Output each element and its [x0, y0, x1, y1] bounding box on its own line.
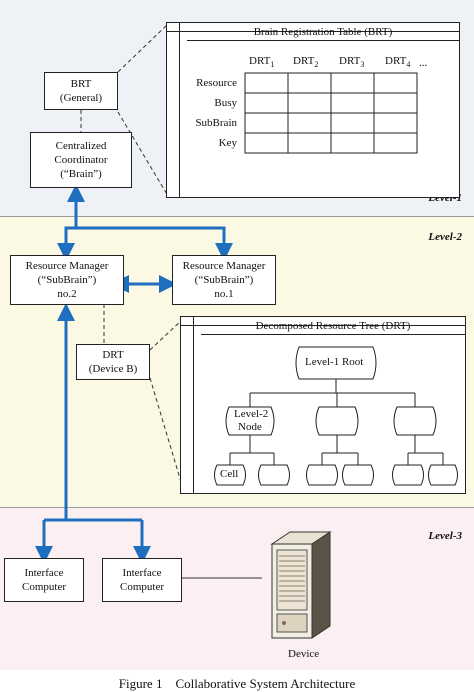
drt-level2-node-line2: Node — [238, 421, 262, 433]
level-3-label: Level-3 — [428, 530, 462, 542]
brt-col-1: DRT1 — [249, 55, 275, 70]
drt-tree-graph — [214, 346, 458, 486]
rm1-line2: (“SubBrain”) — [194, 274, 254, 286]
brt-row-key: Key — [218, 137, 237, 149]
device-label: Device — [288, 648, 320, 660]
rm1-line3: no.1 — [214, 288, 234, 300]
brt-table-title: Brain Registration Table (BRT) — [187, 25, 459, 41]
coordinator-line3: (“Brain”) — [60, 168, 102, 180]
coordinator-line2: Coordinator — [54, 154, 108, 166]
rm2-line2: (“SubBrain”) — [37, 274, 97, 286]
centralized-coordinator-box: Centralized Coordinator (“Brain”) — [30, 132, 132, 188]
brt-col-ellipsis: ... — [419, 57, 428, 69]
brt-row-resource: Resource — [196, 77, 237, 89]
drt-device-line2: (Device B) — [88, 363, 138, 375]
resource-manager-no2-box: Resource Manager (“SubBrain”) no.2 — [10, 255, 124, 305]
brt-general-box: BRT (General) — [44, 72, 118, 110]
interface-computer-1-box: Interface Computer — [4, 558, 84, 602]
drt-callout-line-top — [149, 317, 185, 351]
brt-general-subtitle: (General) — [59, 92, 103, 104]
drt-cell-label: Cell — [220, 468, 239, 480]
server-icon — [270, 531, 332, 639]
rm2-line1: Resource Manager — [25, 260, 109, 272]
drt-device-b-box: DRT (Device B) — [76, 344, 150, 380]
drt-level2-node-line1: Level-2 — [234, 408, 269, 420]
figure-caption: Figure 1 Collaborative System Architectu… — [118, 676, 356, 691]
brt-col-3: DRT3 — [339, 55, 365, 70]
rm2-line3: no.2 — [57, 288, 77, 300]
interface1-line2: Computer — [22, 581, 66, 593]
brt-grid — [244, 72, 418, 154]
interface2-line2: Computer — [120, 581, 164, 593]
rm1-line1: Resource Manager — [182, 260, 266, 272]
brt-general-title: BRT — [70, 78, 92, 90]
brt-col-4: DRT4 — [385, 55, 411, 70]
brt-col-2: DRT2 — [293, 55, 319, 70]
brt-row-busy: Busy — [214, 97, 237, 109]
interface1-line1: Interface — [24, 567, 64, 579]
drt-tree-title: Decomposed Resource Tree (DRT) — [201, 319, 465, 335]
level-2-label: Level-2 — [428, 231, 462, 243]
brt-table-panel: Brain Registration Table (BRT) DRT1 DRT2… — [166, 22, 460, 198]
resource-manager-no1-box: Resource Manager (“SubBrain”) no.1 — [172, 255, 276, 305]
brt-callout-line-bottom — [117, 111, 169, 197]
drt-callout-line-bottom — [149, 377, 185, 493]
brt-row-subbrain: SubBrain — [195, 117, 237, 129]
brain-bus-arrow — [64, 226, 233, 261]
interface-computer-2-box: Interface Computer — [102, 558, 182, 602]
interface2-line1: Interface — [122, 567, 162, 579]
brt-callout-line-top — [117, 23, 169, 73]
drt-device-line1: DRT — [102, 349, 124, 361]
drt-root-label: Level-1 Root — [305, 356, 364, 368]
drt-tree-panel: Decomposed Resource Tree (DRT) — [180, 316, 466, 494]
coordinator-line1: Centralized — [55, 140, 107, 152]
